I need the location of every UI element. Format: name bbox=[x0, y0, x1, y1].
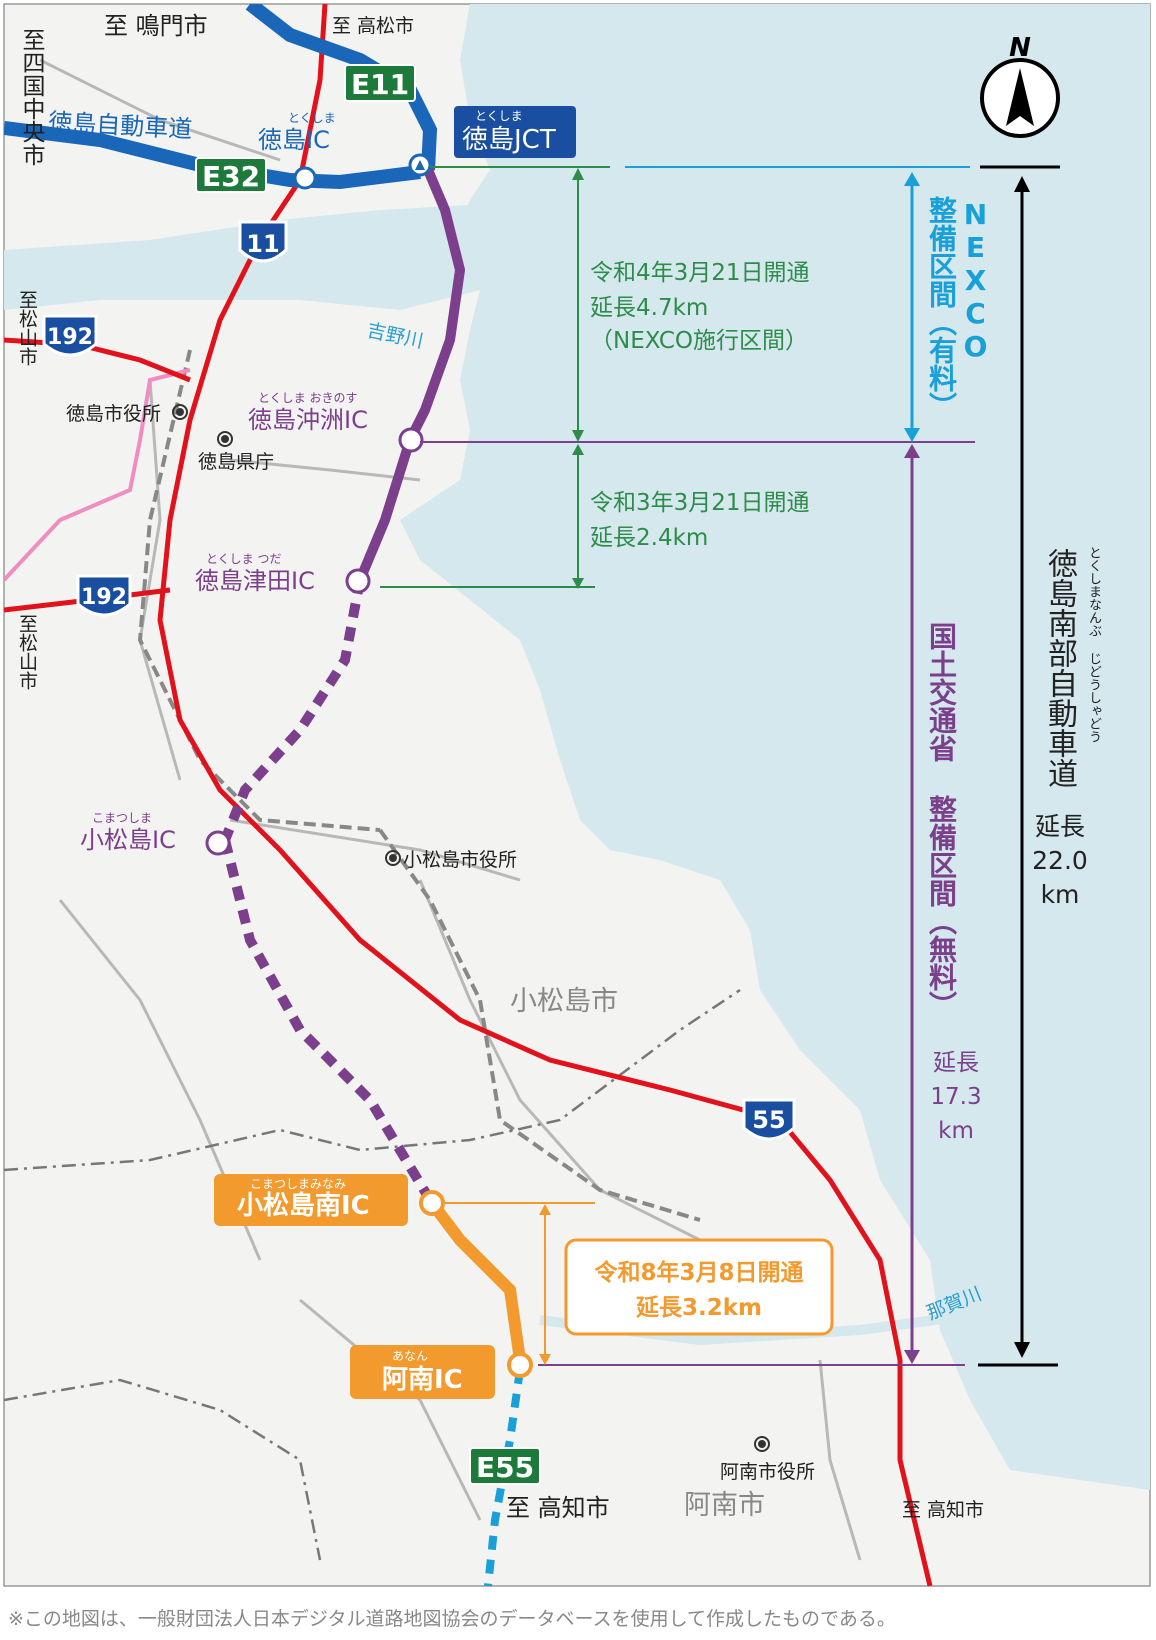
yoshino-river bbox=[4, 205, 480, 310]
s2-length: 延長2.4km bbox=[590, 525, 708, 551]
tokushima-jct-ruby: とくしま bbox=[475, 109, 523, 123]
to-kochi-left: 至 高知市 bbox=[506, 1494, 610, 1522]
route-55-shield: 55 bbox=[742, 1098, 796, 1141]
s1-note: （NEXCO施行区間） bbox=[590, 328, 808, 354]
expressway-name: 徳島南部自動車道 bbox=[1042, 548, 1077, 788]
dimension-arrows bbox=[539, 168, 1030, 1365]
to-takamatsu: 至 高松市 bbox=[332, 15, 414, 37]
komatsushima-minami-ic-marker bbox=[419, 1190, 445, 1216]
tokushima-pref-office-label: 徳島県庁 bbox=[198, 451, 274, 473]
komatsushima-ic-label: 小松島IC bbox=[80, 826, 176, 854]
mlit-free-section: 国土交通省 整備区間（無料） bbox=[925, 622, 958, 1019]
okinosu-ic-label: 徳島沖洲IC bbox=[248, 406, 368, 434]
mlit-length-label: 延長 bbox=[933, 1050, 979, 1076]
e32-shield: E32 bbox=[195, 157, 267, 193]
svg-text:192: 192 bbox=[47, 325, 93, 350]
to-naruto: 至 鳴門市 bbox=[104, 12, 208, 40]
svg-text:とくしま つだ: とくしま つだ bbox=[206, 552, 281, 566]
north-arrow-icon: N bbox=[980, 33, 1060, 138]
e32-label: E32 bbox=[202, 160, 260, 193]
tsuda-ic-label: 徳島津田IC bbox=[195, 567, 315, 595]
s2-date: 令和3年3月21日開通 bbox=[590, 490, 810, 516]
komatsushima-ic-marker bbox=[205, 830, 231, 856]
anan-ic-label: 阿南IC bbox=[382, 1365, 463, 1395]
tokushima-jct-label: 徳島JCT bbox=[462, 125, 556, 155]
mlit-length-value: 17.3 bbox=[930, 1084, 982, 1110]
boundaries bbox=[4, 988, 741, 1561]
svg-text:55: 55 bbox=[752, 1106, 785, 1134]
mlit-length: 延長 17.3 km bbox=[920, 1046, 992, 1148]
svg-text:とくしま: とくしま bbox=[288, 111, 336, 125]
tsuda-ic-marker bbox=[345, 568, 371, 594]
expressway-name-ruby: とくしまなんぶ じどうしゃどう bbox=[1086, 546, 1101, 743]
route-192-shield-north: 192 bbox=[42, 314, 98, 357]
svg-text:とくしま おきのす: とくしま おきのす bbox=[258, 391, 357, 405]
svg-text:こまつしま: こまつしま bbox=[92, 811, 152, 825]
to-matsuyama-south: 至松山市 bbox=[16, 614, 38, 690]
tokushima-jct-triangle bbox=[415, 160, 425, 170]
future-e55-road bbox=[484, 1369, 524, 1586]
sea bbox=[400, 4, 1150, 1490]
new-section-road bbox=[427, 1199, 526, 1361]
total-length-label: 延長 bbox=[1034, 812, 1085, 841]
section-leader-lines bbox=[380, 165, 1060, 1367]
s1-length: 延長4.7km bbox=[590, 295, 708, 321]
svg-text:192: 192 bbox=[81, 585, 127, 610]
svg-text:あなん: あなん bbox=[392, 1349, 428, 1363]
svg-text:N: N bbox=[1009, 33, 1031, 63]
komatsushima-city-label: 小松島市 bbox=[510, 986, 618, 1017]
total-length-unit: km bbox=[1040, 880, 1080, 909]
prefectural-road bbox=[4, 368, 191, 582]
to-matsuyama-north: 至松山市 bbox=[16, 290, 38, 366]
new-section-callout bbox=[564, 1238, 834, 1336]
route-11-shield: 11 bbox=[238, 220, 288, 263]
nexco-toll-section: 整備区間（有料） bbox=[925, 196, 958, 420]
okinosu-ic-marker bbox=[398, 427, 424, 453]
anan-city-label: 阿南市 bbox=[684, 1490, 765, 1521]
map-footnote: ※この地図は、一般財団法人日本デジタル道路地図協会のデータベースを使用して作成し… bbox=[8, 1608, 896, 1630]
tokushima-ic-label: 徳島IC bbox=[258, 126, 330, 154]
e55-shield: E55 bbox=[469, 1447, 541, 1485]
e55-label: E55 bbox=[476, 1451, 534, 1484]
office-markers bbox=[172, 404, 770, 1452]
s1-date: 令和4年3月21日開通 bbox=[590, 260, 810, 286]
komatsushima-city-office-label: 小松島市役所 bbox=[403, 849, 517, 871]
route-192-shield-south: 192 bbox=[76, 574, 132, 617]
to-shikoku-chuo: 至四国中央市 bbox=[18, 28, 44, 166]
total-length-value: 22.0 bbox=[1032, 846, 1088, 875]
e11-shield: E11 bbox=[344, 64, 416, 102]
tokushima-jct-box bbox=[454, 106, 576, 158]
anan-city-office-label: 阿南市役所 bbox=[720, 1461, 815, 1483]
komatsushima-minami-ic-label: 小松島南IC bbox=[237, 1191, 370, 1221]
komatsushima-minami-ic-box bbox=[214, 1174, 408, 1226]
tokushima-ic-marker bbox=[293, 166, 317, 190]
e11-label: E11 bbox=[351, 68, 409, 101]
mlit-section-road bbox=[220, 168, 466, 1203]
anan-ic-box bbox=[350, 1345, 495, 1399]
s3-length: 延長3.2km bbox=[635, 1295, 762, 1321]
mlit-length-unit: km bbox=[938, 1118, 974, 1144]
railways bbox=[137, 349, 701, 1222]
anan-ic-marker bbox=[507, 1352, 533, 1378]
s3-date: 令和8年3月8日開通 bbox=[594, 1259, 803, 1286]
svg-text:こまつしまみなみ: こまつしまみなみ bbox=[250, 1177, 346, 1191]
total-length: 延長 22.0 km bbox=[1022, 810, 1098, 912]
tokushima-city-office-label: 徳島市役所 bbox=[66, 403, 161, 425]
to-kochi-right: 至 高知市 bbox=[902, 1499, 984, 1521]
svg-text:11: 11 bbox=[246, 230, 279, 258]
nexco-label: NEXCO bbox=[959, 198, 992, 363]
